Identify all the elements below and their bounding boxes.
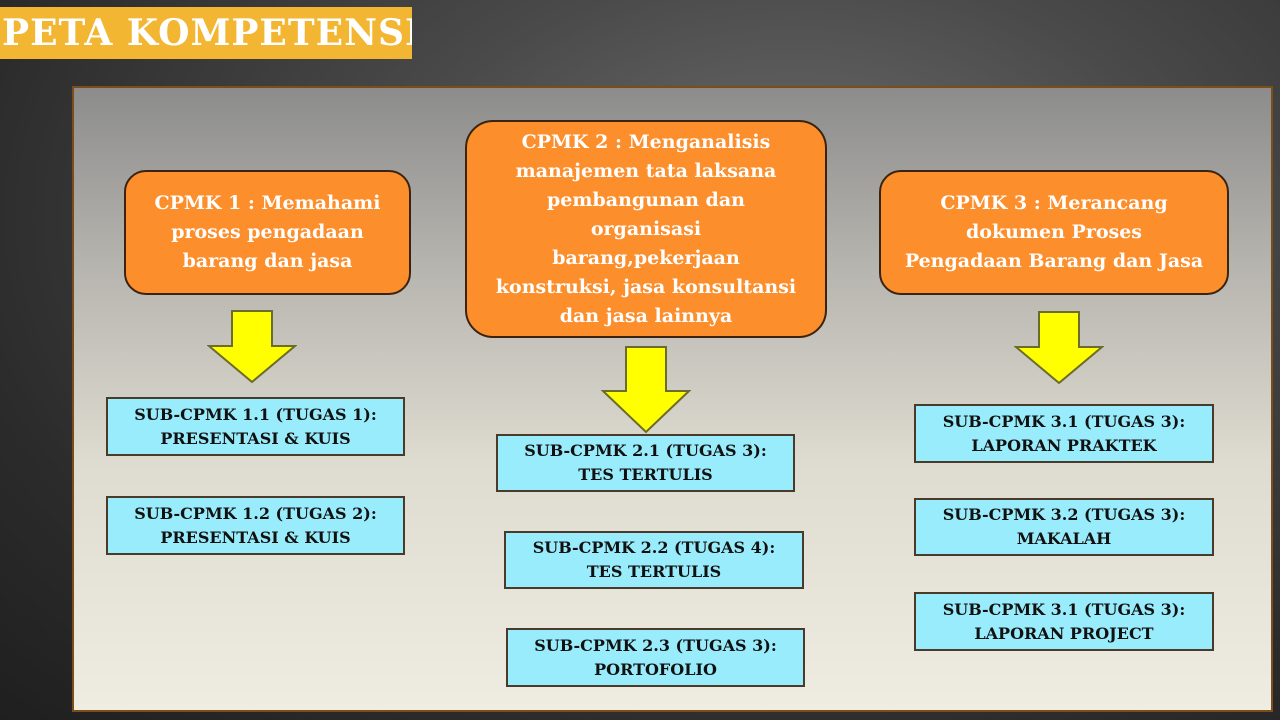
sub-cpmk-2-1-box: SUB-CPMK 2.1 (TUGAS 3): TES TERTULIS	[496, 434, 795, 492]
down-arrow-icon	[1014, 311, 1104, 385]
sub-cpmk-1-1-box: SUB-CPMK 1.1 (TUGAS 1): PRESENTASI & KUI…	[106, 397, 405, 456]
cpmk-2-box: CPMK 2 : Menganalisis manajemen tata lak…	[465, 120, 827, 338]
page-title: PETA KOMPETENSI	[0, 7, 412, 59]
sub-cpmk-2-2-box: SUB-CPMK 2.2 (TUGAS 4): TES TERTULIS	[504, 531, 804, 589]
down-arrow-icon	[207, 310, 297, 384]
down-arrow-icon	[601, 346, 691, 434]
cpmk-3-box: CPMK 3 : Merancang dokumen Proses Pengad…	[879, 170, 1229, 295]
cpmk-1-box: CPMK 1 : Memahami proses pengadaan baran…	[124, 170, 411, 295]
sub-cpmk-3-3-box: SUB-CPMK 3.1 (TUGAS 3): LAPORAN PROJECT	[914, 592, 1214, 651]
sub-cpmk-2-3-box: SUB-CPMK 2.3 (TUGAS 3): PORTOFOLIO	[506, 628, 805, 687]
sub-cpmk-3-2-box: SUB-CPMK 3.2 (TUGAS 3): MAKALAH	[914, 498, 1214, 556]
sub-cpmk-3-1-box: SUB-CPMK 3.1 (TUGAS 3): LAPORAN PRAKTEK	[914, 404, 1214, 463]
sub-cpmk-1-2-box: SUB-CPMK 1.2 (TUGAS 2): PRESENTASI & KUI…	[106, 496, 405, 555]
